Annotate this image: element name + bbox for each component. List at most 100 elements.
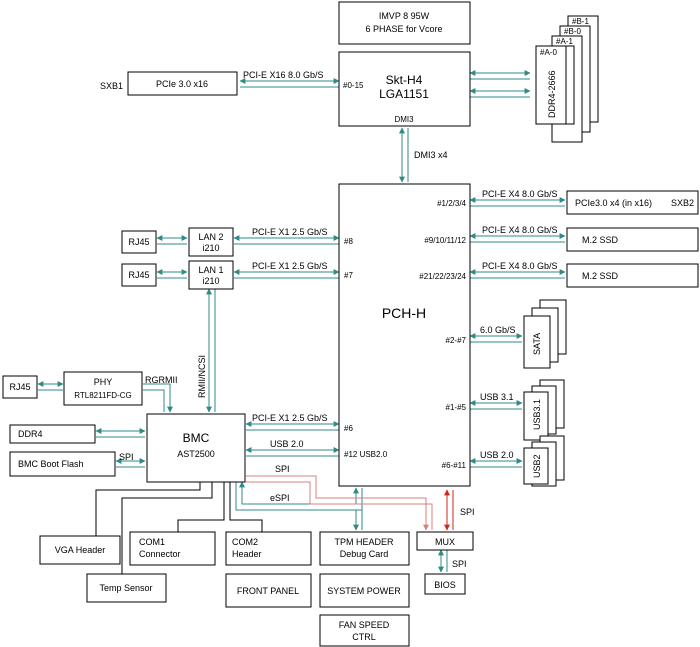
pch-port-611: #6-#11 bbox=[442, 461, 467, 470]
vga-label: VGA Header bbox=[55, 545, 106, 555]
usb2-stack: USB2 bbox=[523, 435, 565, 487]
links bbox=[37, 70, 566, 573]
link-pch-m2a bbox=[469, 233, 566, 243]
lan1-box: LAN 1 i210 bbox=[188, 260, 234, 290]
phy-box: PHY RTL8211FD-CG bbox=[63, 371, 143, 406]
cpu-line1: Skt-H4 bbox=[386, 73, 423, 87]
bmc-line1: BMC bbox=[183, 431, 210, 445]
bmc-box: BMC AST2500 bbox=[146, 413, 246, 483]
link-phy-bmc bbox=[143, 383, 173, 413]
dimm-a0: #A-0 bbox=[540, 48, 557, 57]
m2b-box: M.2 SSD bbox=[566, 263, 699, 288]
link-dmi bbox=[399, 127, 409, 183]
sxb1-box-label: PCIe 3.0 x16 bbox=[156, 79, 208, 89]
link-pch-m2b bbox=[469, 269, 566, 279]
label-cpu-sxb1: PCI-E X16 8.0 Gb/S bbox=[243, 70, 324, 80]
link-lan1-bmc bbox=[206, 288, 216, 413]
link-pch-mux-spi bbox=[444, 489, 454, 531]
imvp-line1: IMVP 8 95W bbox=[379, 11, 430, 21]
ddr4-label: DDR4 bbox=[18, 429, 43, 439]
fan-box: FAN SPEED CTRL bbox=[319, 614, 410, 647]
pch-box: PCH-H #1/2/3/4 #9/10/11/12 #21/22/23/24 … bbox=[338, 183, 471, 487]
pch-port-21222324: #21/22/23/24 bbox=[419, 272, 466, 281]
frontpanel-label: FRONT PANEL bbox=[237, 586, 299, 596]
link-rj45-lan2 bbox=[156, 235, 188, 245]
link-bmc-mux-spi bbox=[246, 475, 433, 531]
temp-label: Temp Sensor bbox=[99, 583, 152, 593]
label-pch-m2b: PCI-E X4 8.0 Gb/S bbox=[482, 261, 558, 271]
imvp-box: IMVP 8 95W 6 PHASE for Vcore bbox=[338, 1, 471, 45]
label-pch-sxb2: PCI-E X4 8.0 Gb/S bbox=[482, 189, 558, 199]
fan-line1: FAN SPEED bbox=[339, 620, 390, 630]
usb31-stack: USB3.1 bbox=[523, 379, 565, 441]
bmc-sideband-lines bbox=[95, 482, 263, 574]
link-bmc-pch-pcie bbox=[245, 421, 340, 431]
sxb2-box: PCIe3.0 x4 (in x16) SXB2 bbox=[566, 190, 699, 215]
label-pch-m2a: PCI-E X4 8.0 Gb/S bbox=[482, 225, 558, 235]
rj45a-label: RJ45 bbox=[128, 237, 149, 247]
bios-box: BIOS bbox=[424, 573, 466, 595]
label-lan1: PCI-E X1 2.5 Gb/S bbox=[252, 261, 328, 271]
rj45c-box: RJ45 bbox=[2, 375, 38, 399]
sxb2-box-label: PCIe3.0 x4 (in x16) bbox=[575, 198, 652, 208]
cpu-box: Skt-H4 LGA1151 #0-15 DMI3 bbox=[338, 51, 471, 127]
mux-label: MUX bbox=[435, 537, 455, 547]
pch-port-1234: #1/2/3/4 bbox=[437, 199, 466, 208]
label-lan2: PCI-E X1 2.5 Gb/S bbox=[252, 227, 328, 237]
label-mux-spi: SPI bbox=[460, 507, 475, 517]
vga-box: VGA Header bbox=[39, 535, 121, 565]
usb2-label: USB2 bbox=[532, 454, 542, 478]
pch-port-6: #6 bbox=[344, 424, 353, 433]
frontpanel-box: FRONT PANEL bbox=[225, 573, 312, 608]
label-rmii: RMII/NCSI bbox=[197, 355, 207, 398]
label-sata: 6.0 Gb/S bbox=[480, 325, 516, 335]
rj45b-box: RJ45 bbox=[121, 263, 157, 287]
com2-line1: COM2 bbox=[232, 537, 258, 547]
lan2-line1: LAN 2 bbox=[198, 232, 223, 242]
link-labels: PCI-E X16 8.0 Gb/S DMI3 x4 PCI-E X4 8.0 … bbox=[119, 70, 558, 569]
com1-line2: Connector bbox=[139, 549, 181, 559]
lan2-line2: i210 bbox=[202, 243, 219, 253]
rj45a-box: RJ45 bbox=[121, 230, 157, 254]
pch-port-27: #2-#7 bbox=[446, 336, 467, 345]
label-bmc-spi: SPI bbox=[275, 464, 290, 474]
com2-box: COM2 Header bbox=[225, 531, 312, 566]
link-pch-sxb2 bbox=[469, 197, 566, 207]
m2b-label: M.2 SSD bbox=[582, 271, 619, 281]
sata-label: SATA bbox=[532, 333, 542, 355]
syspower-box: SYSTEM POWER bbox=[319, 573, 410, 608]
label-bios-spi: SPI bbox=[452, 559, 467, 569]
sata-stack: SATA bbox=[523, 299, 567, 369]
label-dmi: DMI3 x4 bbox=[414, 150, 448, 160]
pch-port-15: #1-#5 bbox=[446, 403, 467, 412]
tpm-line1: TPM HEADER bbox=[334, 537, 394, 547]
label-bmc-usb: USB 2.0 bbox=[270, 439, 304, 449]
imvp-line2: 6 PHASE for Vcore bbox=[365, 24, 442, 34]
pch-port-7: #7 bbox=[344, 271, 353, 280]
dimm-label: DDR4-2666 bbox=[547, 70, 557, 118]
link-pch-usb2 bbox=[469, 458, 523, 468]
cpu-port-dmi: DMI3 bbox=[394, 115, 414, 124]
sxb1-box: PCIe 3.0 x16 bbox=[127, 71, 238, 96]
com1-box: COM1 Connector bbox=[129, 531, 216, 566]
dimm-b1: #B-1 bbox=[572, 17, 589, 26]
label-usb31: USB 3.1 bbox=[480, 392, 514, 402]
tpm-box: TPM HEADER Debug Card bbox=[319, 531, 410, 566]
sxb1-label: SXB1 bbox=[100, 81, 123, 91]
label-usb2: USB 2.0 bbox=[480, 450, 514, 460]
lan1-line2: i210 bbox=[202, 276, 219, 286]
mux-box: MUX bbox=[416, 531, 474, 551]
dimm-stack: #B-1 #B-0 #A-1 #A-0 DDR4-2666 bbox=[535, 15, 599, 143]
link-rj45-phy bbox=[37, 381, 64, 391]
fan-line2: CTRL bbox=[352, 632, 376, 642]
lan1-line1: LAN 1 bbox=[198, 265, 223, 275]
link-rj45-lan1 bbox=[156, 269, 188, 279]
link-pch-sata bbox=[469, 333, 523, 343]
phy-line1: PHY bbox=[94, 377, 113, 387]
link-bmc-pch-usb bbox=[245, 447, 340, 457]
link-flash-bmc bbox=[115, 458, 146, 468]
dimm-a1: #A-1 bbox=[556, 37, 573, 46]
pch-port-12usb: #12 USB2.0 bbox=[344, 450, 388, 459]
label-rgmii: RGRMII bbox=[145, 375, 178, 385]
